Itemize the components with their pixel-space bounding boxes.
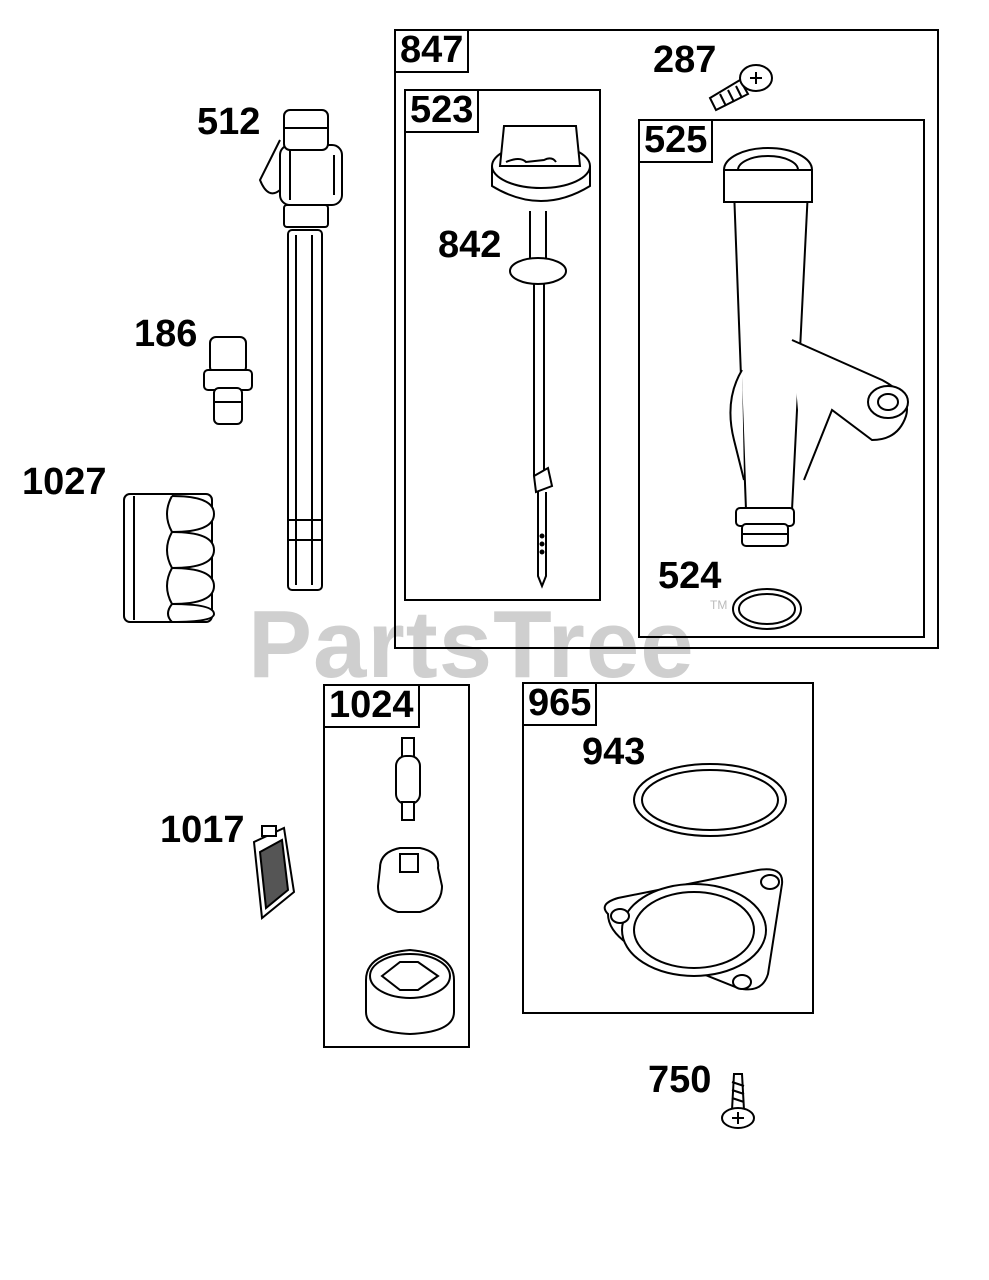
oil-pump-parts-drawing — [365, 737, 455, 1036]
screw-750-drawing — [721, 1073, 755, 1129]
oil-filter-drawing — [123, 493, 216, 623]
label-1017: 1017 — [160, 809, 245, 851]
screw-287-drawing — [708, 64, 773, 112]
box-847: 847 — [394, 29, 939, 649]
box-965-tag: 965 — [522, 682, 598, 726]
box-523-tag: 523 — [404, 89, 480, 133]
label-287: 287 — [653, 39, 717, 81]
o-ring-524-drawing — [732, 588, 802, 630]
breather-drawing — [252, 825, 296, 920]
label-750: 750 — [648, 1059, 712, 1101]
label-512: 512 — [197, 101, 261, 143]
watermark-trademark: TM — [710, 598, 728, 612]
watermark: PartsTree — [248, 591, 695, 698]
box-525: 525 — [638, 119, 925, 638]
box-965: 965 — [522, 682, 814, 1014]
o-ring-943-drawing — [633, 763, 787, 837]
box-1024-tag: 1024 — [323, 684, 420, 728]
box-847-tag: 847 — [394, 29, 470, 73]
box-525-tag: 525 — [638, 119, 714, 163]
fill-tube-drawing — [723, 147, 909, 547]
box-1024: 1024 — [323, 684, 470, 1048]
label-186: 186 — [134, 313, 198, 355]
label-943: 943 — [582, 731, 646, 773]
dipstick-tube-drawing — [258, 109, 343, 591]
label-1027: 1027 — [22, 461, 107, 503]
box-523: 523 — [404, 89, 601, 601]
pump-cover-drawing — [603, 868, 784, 991]
label-842: 842 — [438, 224, 502, 266]
fitting-drawing — [203, 336, 253, 425]
dipstick-cap-drawing — [491, 125, 591, 589]
label-524: 524 — [658, 555, 722, 597]
